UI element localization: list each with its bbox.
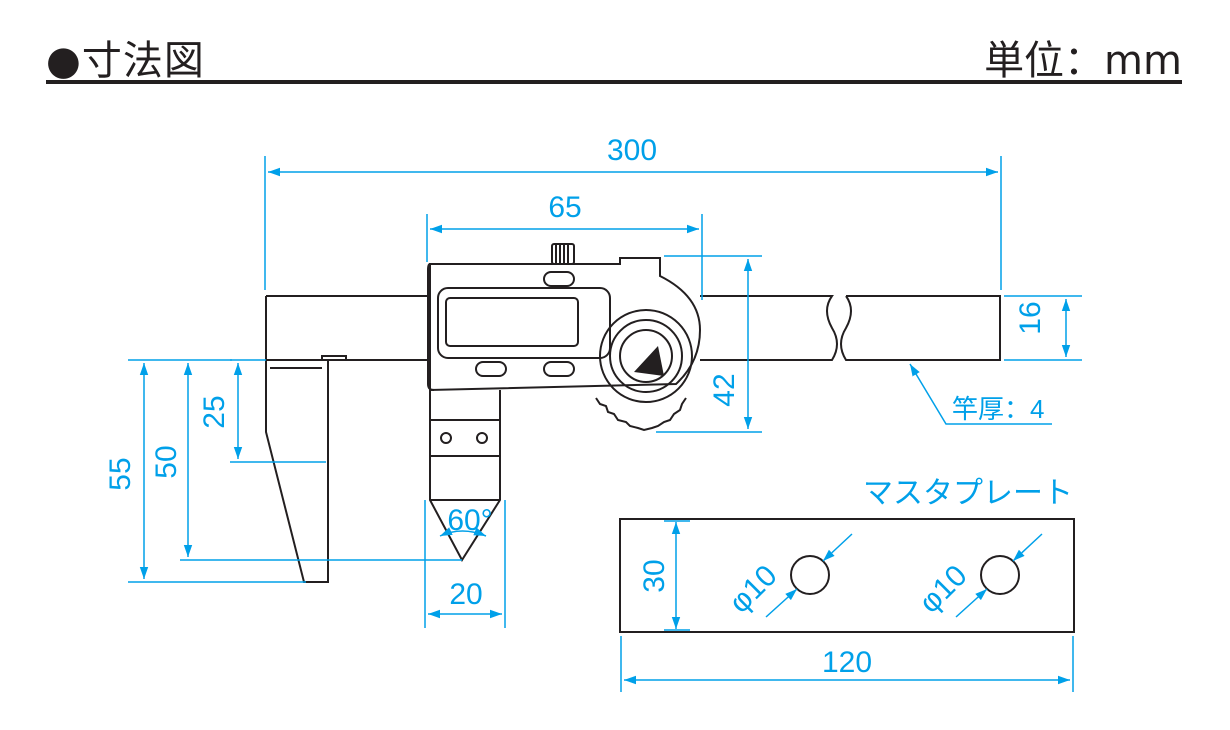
dim-50-label: 50 bbox=[150, 445, 183, 478]
dim-300-label: 300 bbox=[607, 134, 657, 167]
beam-thickness-label: 竿厚：4 bbox=[952, 394, 1044, 424]
master-plate-dimension-lines bbox=[620, 520, 1074, 692]
dim-55-label: 55 bbox=[104, 457, 137, 490]
dim-42-label: 42 bbox=[708, 373, 741, 406]
caliper-outline bbox=[265, 243, 1001, 583]
dim-25-label: 25 bbox=[198, 395, 231, 428]
master-plate-title: マスタプレート bbox=[863, 476, 1073, 511]
unit-label: 単位：mm bbox=[984, 38, 1182, 84]
plate-30-label: 30 bbox=[638, 559, 671, 592]
plate-120-label: 120 bbox=[822, 646, 872, 679]
dial-triangle-icon bbox=[634, 346, 664, 376]
page-title: ●寸法図 bbox=[46, 38, 205, 84]
dim-20-label: 20 bbox=[449, 578, 482, 611]
header-rule bbox=[46, 80, 1182, 84]
dim-65-label: 65 bbox=[548, 191, 581, 224]
master-plate-outline bbox=[619, 518, 1075, 633]
hole-2-diameter-label: φ10 bbox=[913, 559, 974, 620]
dimension-lines bbox=[128, 156, 1082, 628]
dim-60deg-label: 60° bbox=[447, 504, 492, 537]
hole-1-diameter-label: φ10 bbox=[723, 559, 784, 620]
dim-16-label: 16 bbox=[1014, 301, 1047, 334]
